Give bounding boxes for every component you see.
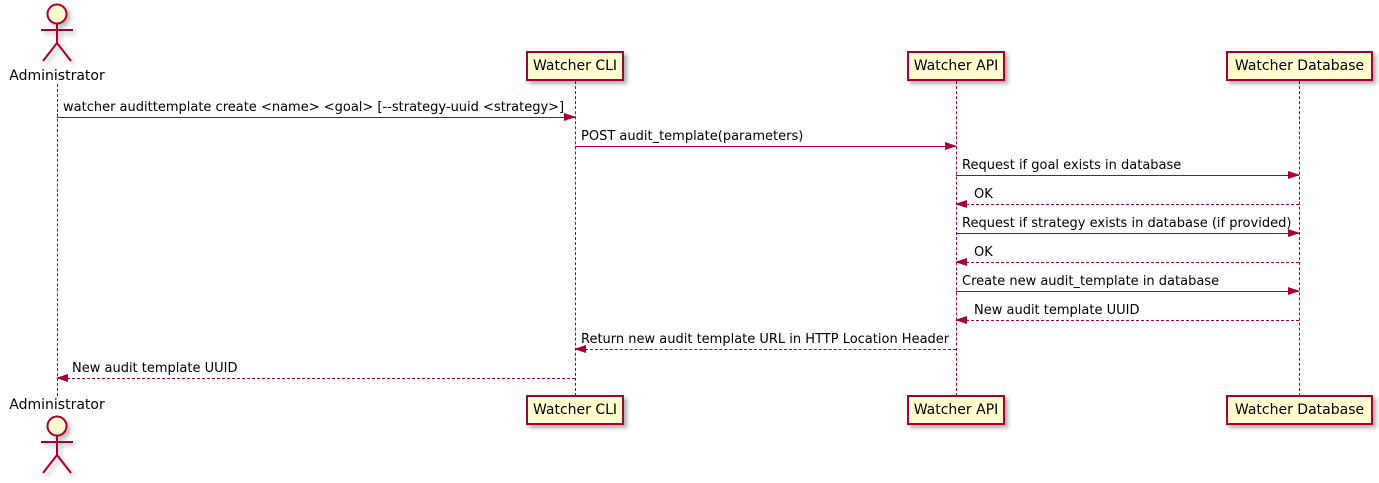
actor-label: Administrator: [9, 68, 105, 84]
message-label: New audit template UUID: [974, 303, 1140, 318]
message-ok-strategy: OK: [955, 245, 1299, 266]
arrowhead-left-icon: [56, 374, 68, 382]
message-new-audit-template-uuid-admin: New audit template UUID: [56, 361, 575, 382]
message-label: OK: [974, 187, 993, 202]
participant-watcher-cli-top: Watcher CLI: [526, 51, 624, 81]
lifeline-administrator: [57, 84, 58, 396]
message-label: watcher audittemplate create <name> <goa…: [63, 100, 565, 115]
message-request-strategy-exists: Request if strategy exists in database (…: [956, 216, 1300, 237]
arrowhead-right-icon: [564, 113, 576, 121]
lifeline-watcher-api: [956, 81, 957, 396]
message-arrow: [955, 200, 1299, 208]
message-label: Create new audit_template in database: [962, 274, 1220, 289]
lifeline-watcher-cli: [575, 81, 576, 396]
message-arrow: [574, 345, 956, 353]
participant-label: Watcher API: [913, 58, 999, 74]
participant-label: Watcher CLI: [532, 402, 618, 418]
participant-label: Watcher Database: [1234, 402, 1365, 418]
message-arrow: [575, 142, 957, 150]
arrowhead-left-icon: [955, 258, 967, 266]
message-create-audit-template-db: Create new audit_template in database: [956, 274, 1300, 295]
message-arrow: [956, 171, 1300, 179]
participant-watcher-database-top: Watcher Database: [1226, 51, 1373, 81]
message-post-audit-template: POST audit_template(parameters): [575, 129, 957, 150]
lifeline-watcher-database: [1299, 81, 1300, 396]
message-arrow: [956, 287, 1300, 295]
message-label: Request if strategy exists in database (…: [962, 216, 1292, 231]
participant-label: Watcher CLI: [532, 58, 618, 74]
participant-watcher-cli-bottom: Watcher CLI: [526, 395, 624, 425]
arrowhead-left-icon: [955, 316, 967, 324]
actor-administrator-bottom: Administrator: [0, 396, 115, 479]
participant-watcher-api-top: Watcher API: [907, 51, 1005, 81]
message-arrow: [956, 229, 1300, 237]
arrowhead-right-icon: [1288, 287, 1300, 295]
participant-label: Watcher API: [913, 402, 999, 418]
actor-icon: [41, 415, 73, 474]
participant-watcher-database-bottom: Watcher Database: [1226, 395, 1373, 425]
message-arrow: [56, 374, 575, 382]
arrowhead-right-icon: [1288, 171, 1300, 179]
arrowhead-right-icon: [1288, 229, 1300, 237]
message-request-goal-exists: Request if goal exists in database: [956, 158, 1300, 179]
message-arrow: [955, 258, 1299, 266]
arrowhead-right-icon: [945, 142, 957, 150]
arrowhead-left-icon: [574, 345, 586, 353]
message-label: New audit template UUID: [72, 361, 238, 376]
message-new-audit-template-uuid-db: New audit template UUID: [955, 303, 1299, 324]
message-return-audit-template-url: Return new audit template URL in HTTP Lo…: [574, 332, 956, 353]
message-ok-goal: OK: [955, 187, 1299, 208]
message-arrow: [57, 113, 576, 121]
participant-label: Watcher Database: [1234, 58, 1365, 74]
message-label: POST audit_template(parameters): [581, 129, 804, 144]
message-create-audittemplate: watcher audittemplate create <name> <goa…: [57, 100, 576, 121]
actor-administrator-top: Administrator: [0, 3, 115, 84]
message-label: Return new audit template URL in HTTP Lo…: [581, 332, 950, 347]
actor-label: Administrator: [9, 397, 105, 413]
message-label: Request if goal exists in database: [962, 158, 1182, 173]
actor-icon: [41, 3, 73, 62]
message-label: OK: [974, 245, 993, 260]
participant-watcher-api-bottom: Watcher API: [907, 395, 1005, 425]
message-arrow: [955, 316, 1299, 324]
arrowhead-left-icon: [955, 200, 967, 208]
